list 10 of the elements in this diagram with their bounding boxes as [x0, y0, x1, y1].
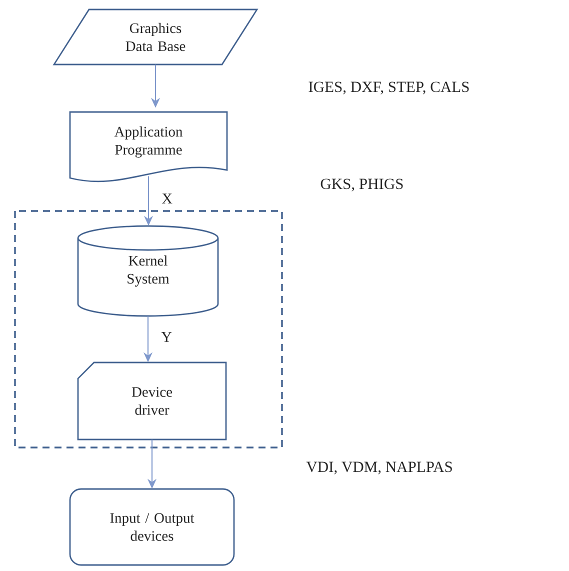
edge-label: Y — [161, 332, 172, 342]
card-box: Device driver — [77, 362, 227, 440]
dashed-frame — [14, 210, 283, 448]
standard-label: IGES, DXF, STEP, CALS — [308, 82, 469, 94]
standard-label: GKS, PHIGS — [320, 178, 403, 192]
terminal-box: Input / Output devices — [69, 488, 235, 566]
document-box: Application Programme — [69, 111, 228, 182]
edge-label: X — [162, 194, 172, 204]
standard-label: VDI, VDM, NAPLPAS — [306, 462, 452, 474]
database-cylinder: Kernel System — [77, 225, 219, 317]
